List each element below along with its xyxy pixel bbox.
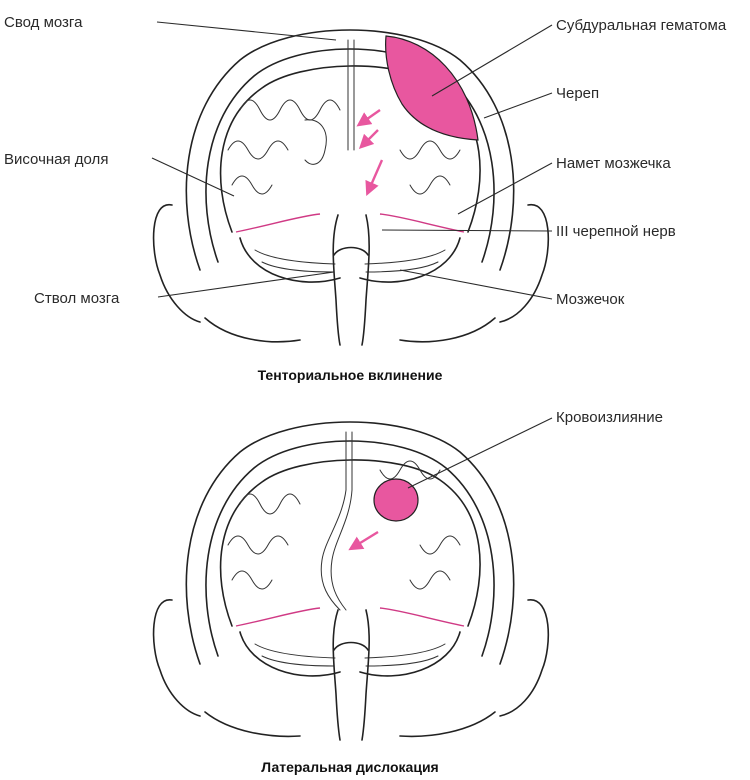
bottom-gyri-left xyxy=(227,493,301,590)
bottom-skull-outer xyxy=(185,421,515,665)
displacement-arrow xyxy=(348,530,379,551)
subdural-hematoma-shape xyxy=(385,35,479,141)
label-skull: Череп xyxy=(556,85,599,102)
gyri-left-top xyxy=(239,99,341,121)
bottom-cerebellum-folia xyxy=(254,643,446,667)
tentorium-left xyxy=(235,213,321,233)
leader-cerebellum xyxy=(399,269,553,300)
leader-cranial-nerve xyxy=(381,229,553,232)
bottom-tentorium-left xyxy=(235,607,321,627)
bottom-head-illustration xyxy=(152,421,550,741)
cerebellum-shape xyxy=(239,237,461,283)
brain-outline xyxy=(219,65,481,233)
brainstem-base xyxy=(333,246,369,256)
leader-temporal-lobe xyxy=(151,157,235,197)
bottom-brainstem-shape xyxy=(332,609,370,741)
bottom-skull-inner xyxy=(205,440,495,657)
bottom-cerebellum-shape xyxy=(239,631,461,677)
leader-hemorrhage xyxy=(407,417,553,489)
tentorium-right xyxy=(379,213,465,233)
bottom-neck-left xyxy=(204,711,301,738)
label-temporal-lobe: Височная доля xyxy=(4,151,108,168)
cerebellum-folia xyxy=(254,249,446,273)
label-subdural-hematoma: Субдуральная гематома xyxy=(556,17,727,34)
gyri-right-mid xyxy=(399,140,461,195)
leader-tentorium xyxy=(457,162,553,215)
bottom-brainstem-base xyxy=(333,641,369,651)
label-tentorium: Намет мозжечка xyxy=(556,155,671,172)
ventricle xyxy=(304,119,327,165)
label-cranial-nerve: III черепной нерв xyxy=(556,223,676,240)
neck-left xyxy=(204,317,301,343)
top-leader-lines xyxy=(151,21,553,300)
leader-subdural-hematoma xyxy=(431,24,553,97)
bottom-left-ear xyxy=(152,599,201,717)
herniation-arrow-3 xyxy=(365,159,384,196)
bottom-gyri-right xyxy=(379,460,461,590)
hemorrhage-shape xyxy=(373,478,419,522)
bottom-right-ear xyxy=(499,599,550,717)
displaced-midline-2 xyxy=(330,431,353,611)
displaced-midline xyxy=(320,431,347,611)
leader-skull xyxy=(483,92,553,119)
bottom-brain-outline xyxy=(219,459,481,627)
caption-bottom: Латеральная дислокация xyxy=(261,759,438,775)
caption-top: Тенториальное вклинение xyxy=(258,367,443,383)
skull-outer xyxy=(185,29,515,271)
leader-brain-vault xyxy=(156,21,337,41)
label-cerebellum: Мозжечок xyxy=(556,291,625,308)
brainstem-shape xyxy=(332,214,370,346)
herniation-arrow-1 xyxy=(356,109,381,127)
leader-brainstem xyxy=(157,271,335,298)
bottom-tentorium-right xyxy=(379,607,465,627)
top-head-illustration xyxy=(152,29,550,346)
left-ear xyxy=(152,204,201,323)
neck-right xyxy=(399,317,496,343)
gyri-left-mid xyxy=(227,140,289,195)
label-brain-vault: Свод мозга xyxy=(4,14,83,31)
label-brainstem: Ствол мозга xyxy=(34,290,120,307)
skull-inner xyxy=(205,48,495,263)
bottom-neck-right xyxy=(399,711,496,738)
label-hemorrhage: Кровоизлияние xyxy=(556,409,663,426)
herniation-arrow-2 xyxy=(358,129,379,150)
right-ear xyxy=(499,204,550,323)
